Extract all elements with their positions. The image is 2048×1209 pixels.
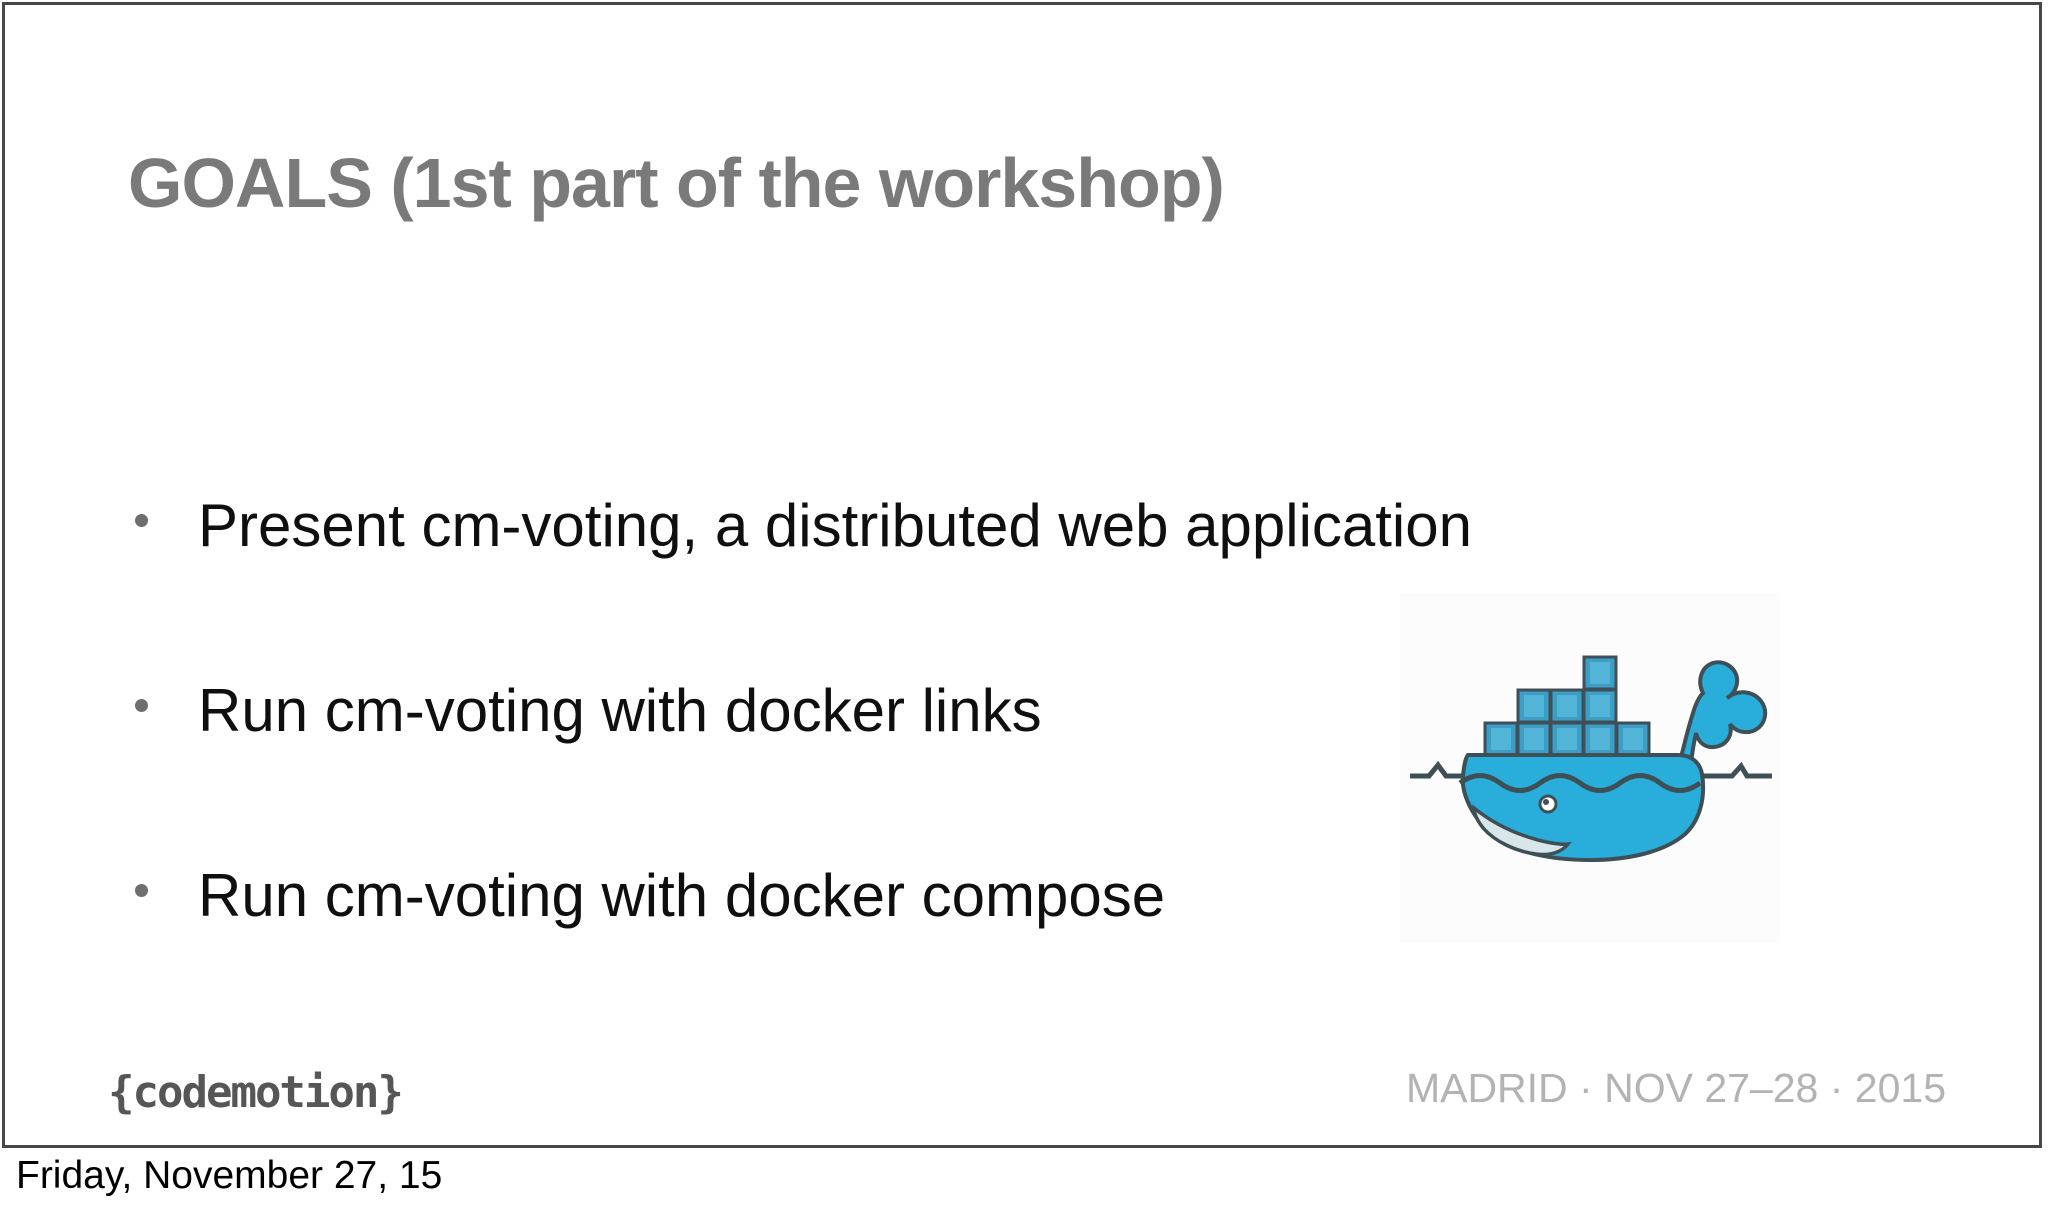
waterline-right — [1698, 761, 1772, 779]
docker-whale-belly — [1472, 804, 1572, 857]
docker-whale-pupil — [1543, 799, 1549, 805]
slide-date-note: Friday, November 27, 15 — [16, 1154, 443, 1197]
docker-whale-body — [1460, 753, 1706, 863]
list-item: Run cm-voting with docker compose — [134, 860, 1165, 932]
bullet-dot — [135, 699, 148, 712]
page-title: GOALS (1st part of the workshop) — [128, 144, 1225, 222]
bullet-dot — [135, 514, 148, 527]
slide-page: GOALS (1st part of the workshop) Present… — [2, 2, 2042, 1148]
bullet-text: Present cm-voting, a distributed web app… — [198, 492, 1473, 559]
event-info-text: MADRID · NOV 27–28 · 2015 — [1405, 1065, 1946, 1111]
hull-wave-line — [1458, 773, 1702, 793]
waterline-left — [1410, 760, 1462, 779]
list-item: Run cm-voting with docker links — [134, 675, 1042, 747]
bullet-text: Run cm-voting with docker links — [198, 677, 1042, 744]
codemotion-logo: {codemotion} — [108, 1067, 404, 1118]
bullet-dot — [135, 884, 148, 897]
docker-whale-tail — [1666, 660, 1768, 791]
bullet-text: Run cm-voting with docker compose — [198, 862, 1166, 929]
list-item: Present cm-voting, a distributed web app… — [134, 490, 1472, 562]
container-boxes — [1483, 655, 1651, 757]
docker-whale-icon — [1400, 593, 1780, 943]
